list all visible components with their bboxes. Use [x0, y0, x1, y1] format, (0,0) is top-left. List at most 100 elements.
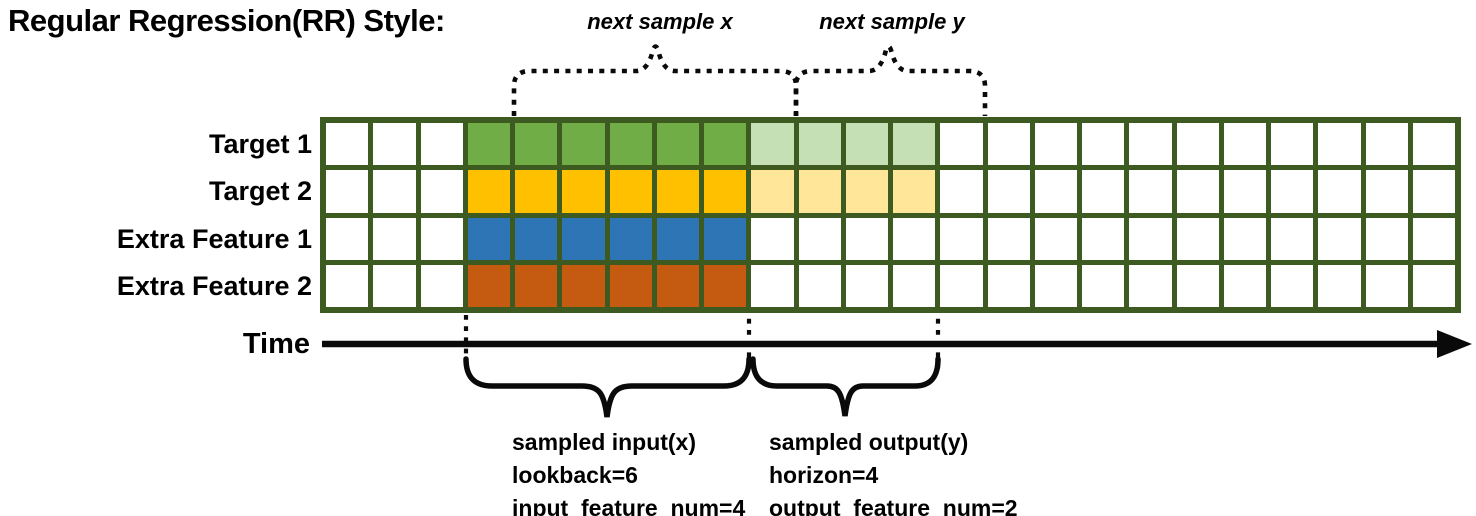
- grid-cell: [1034, 123, 1077, 166]
- output-annotation: sampled output(y) horizon=4 output_featu…: [769, 426, 1018, 516]
- output-annotation-line: horizon=4: [769, 462, 879, 488]
- next-sample-x-brace: [511, 44, 799, 116]
- grid-cell: [420, 217, 463, 260]
- grid-cell: [1271, 264, 1314, 307]
- next-sample-y-brace: [793, 44, 988, 116]
- grid-cell: [1129, 170, 1172, 213]
- grid-cell: [1082, 264, 1125, 307]
- grid-cell: [845, 123, 888, 166]
- grid-cell: [609, 170, 652, 213]
- grid-cell: [1318, 217, 1361, 260]
- grid-cell: [1223, 170, 1266, 213]
- grid-cell: [1176, 264, 1219, 307]
- grid-cell: [940, 217, 983, 260]
- grid-cell: [467, 123, 510, 166]
- grid-cell: [1176, 123, 1219, 166]
- output-annotation-line: sampled output(y): [769, 429, 969, 455]
- grid-cell: [1271, 217, 1314, 260]
- grid-cell: [893, 123, 936, 166]
- grid-cell: [1271, 123, 1314, 166]
- grid-cell: [798, 217, 841, 260]
- grid-cell: [1223, 264, 1266, 307]
- grid-cell: [940, 123, 983, 166]
- sample-grid: [320, 117, 1461, 313]
- grid-cell: [751, 217, 794, 260]
- grid-cell: [845, 170, 888, 213]
- grid-cell: [751, 170, 794, 213]
- grid-cell: [1365, 170, 1408, 213]
- grid-cell: [1129, 123, 1172, 166]
- grid-cell: [1271, 170, 1314, 213]
- grid-cell: [1176, 217, 1219, 260]
- grid-cell: [326, 170, 369, 213]
- grid-cell: [373, 217, 416, 260]
- grid-cell: [1412, 123, 1455, 166]
- grid-cell: [987, 170, 1030, 213]
- row-label-target-2: Target 2: [208, 176, 312, 206]
- grid-cell: [1412, 170, 1455, 213]
- grid-cell: [893, 264, 936, 307]
- grid-cell: [326, 123, 369, 166]
- grid-cell: [515, 170, 558, 213]
- grid-cell: [656, 123, 699, 166]
- grid-cell: [467, 264, 510, 307]
- grid-cell: [751, 264, 794, 307]
- grid-cell: [1082, 170, 1125, 213]
- row-label-extra-feature-1: Extra Feature 1: [116, 224, 312, 254]
- grid-cell: [562, 123, 605, 166]
- grid-cell: [940, 170, 983, 213]
- grid-cell: [704, 170, 747, 213]
- grid-cell: [704, 217, 747, 260]
- grid-cell: [1365, 123, 1408, 166]
- input-annotation: sampled input(x) lookback=6 input_featur…: [512, 426, 745, 516]
- time-label: Time: [242, 328, 310, 360]
- grid-cell: [1129, 264, 1172, 307]
- next-sample-x-label: next sample x: [587, 9, 733, 34]
- time-axis-arrowhead: [1437, 330, 1472, 358]
- grid-cell: [562, 217, 605, 260]
- input-annotation-line: lookback=6: [512, 462, 638, 488]
- grid-cell: [1412, 264, 1455, 307]
- grid-cell: [987, 123, 1030, 166]
- grid-cell: [987, 264, 1030, 307]
- grid-cell: [1129, 217, 1172, 260]
- grid-cell: [515, 123, 558, 166]
- row-label-target-1: Target 1: [208, 129, 312, 159]
- grid-cell: [326, 217, 369, 260]
- grid-cell: [609, 217, 652, 260]
- grid-cell: [656, 217, 699, 260]
- sampled-input-brace: [463, 356, 752, 418]
- grid-cell: [467, 217, 510, 260]
- grid-cell: [893, 170, 936, 213]
- grid-cell: [798, 264, 841, 307]
- grid-cell: [987, 217, 1030, 260]
- grid-cell: [420, 264, 463, 307]
- grid-cell: [420, 123, 463, 166]
- grid-cell: [1318, 170, 1361, 213]
- grid-cell: [656, 170, 699, 213]
- grid-cell: [1082, 123, 1125, 166]
- grid-cell: [656, 264, 699, 307]
- grid-cell: [798, 123, 841, 166]
- grid-cell: [704, 264, 747, 307]
- grid-cell: [1365, 217, 1408, 260]
- grid-cell: [940, 264, 983, 307]
- grid-cell: [1223, 217, 1266, 260]
- grid-cell: [1034, 217, 1077, 260]
- grid-cell: [373, 264, 416, 307]
- input-annotation-line: sampled input(x): [512, 429, 697, 455]
- grid-cell: [1318, 264, 1361, 307]
- grid-cell: [1412, 217, 1455, 260]
- grid-cell: [326, 264, 369, 307]
- grid-cell: [798, 170, 841, 213]
- input-annotation-line: input_feature_num=4: [512, 495, 746, 516]
- next-sample-y-label: next sample y: [819, 9, 965, 34]
- grid-cell: [515, 217, 558, 260]
- grid-cell: [751, 123, 794, 166]
- grid-cell: [562, 264, 605, 307]
- output-annotation-line: output_feature_num=2: [769, 495, 1018, 516]
- grid-cell: [704, 123, 747, 166]
- row-label-extra-feature-2: Extra Feature 2: [116, 271, 312, 301]
